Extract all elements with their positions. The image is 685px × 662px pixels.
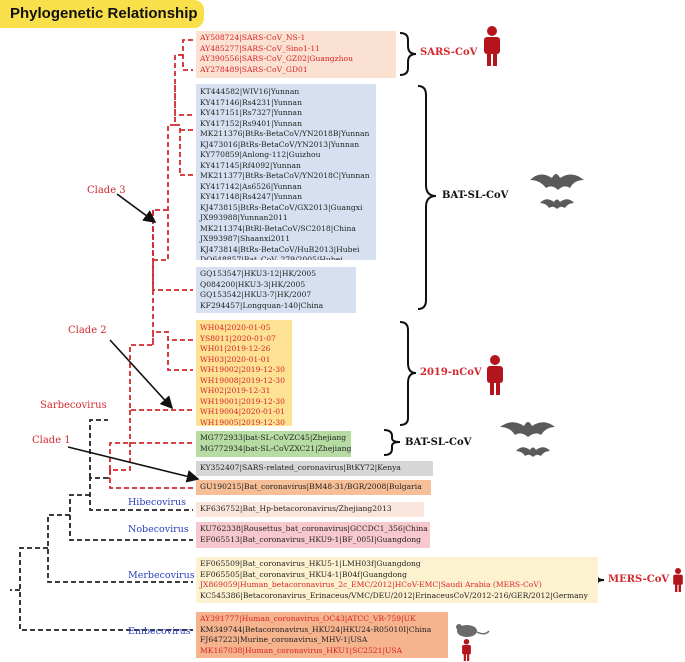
bat-sl-cov-label-2: BAT-SL-CoV [405, 437, 472, 448]
sequence-label: WH02|2019-12-31 [200, 386, 271, 395]
sequence-label: KF294457|Longquan-140|China [200, 300, 324, 310]
sequence-label: WH19002|2019-12-30 [200, 365, 285, 374]
sequence-label: AY391777|Human_coronavirus_OC43|ATCC_VR-… [200, 614, 416, 623]
sequence-label: MK211376|BtRs-BetaCoV/YN2018B|Yunnan [200, 129, 370, 138]
sequence-label: KY417151|Rs7327|Yunnan [200, 108, 302, 117]
sequence-label: WH04|2020-01-05 [200, 323, 271, 332]
sequence-label: GU190215|Bat_coronavirus|BM48-31/BGR/200… [200, 482, 422, 491]
sequence-label: WH01|2019-12-26 [200, 344, 271, 353]
bat-icon [530, 174, 584, 190]
bat-icons [500, 174, 584, 457]
sequence-label: JX993988|Yunnan2011 [200, 213, 288, 222]
nobecovirus-label: Nobecovirus [128, 524, 189, 535]
clade1-arrow [67, 446, 200, 483]
embecovirus-box: AY391777|Human_coronavirus_OC43|ATCC_VR-… [196, 612, 448, 658]
sequence-label: MK167038|Human_coronavirus_HKU1|SC2521|U… [200, 645, 403, 655]
sequence-label: DQ648857|Bat_CoV_279/2005|Hubei [200, 255, 343, 260]
clade2-label: Clade 2 [68, 325, 107, 336]
bat-icon [540, 199, 574, 209]
sequence-label: MG772933|bat-SL-CoVZC45|Zhejiang [200, 433, 347, 442]
sequence-label: EF065505|Bat_coronavirus_HKU4-1|B04f|Gua… [200, 569, 407, 579]
brace-icon [417, 85, 437, 310]
clade1-label: Clade 1 [32, 435, 71, 446]
clade3-arrow [116, 193, 157, 223]
sequence-label: KY417145|Rf4092|Yunnan [200, 160, 301, 170]
sequence-label: GQ153542|HKU3-7|HK/2007 [200, 290, 312, 299]
sequence-label: KY417148|Rs4247|Yunnan [200, 192, 302, 201]
sequence-label: KJ473016|BtRs-BetaCoV/YN2013|Yunnan [200, 139, 360, 149]
human-icons [462, 26, 683, 661]
sarbecovirus-branches [108, 39, 193, 489]
sequence-label: WH19004|2020-01-01 [200, 407, 285, 416]
clade3-label: Clade 3 [87, 185, 126, 196]
sequence-label: EF065513|Bat_coronavirus_HKU9-1|BF_005I|… [200, 534, 422, 544]
sequence-label: KM349744|Betacoronavirus_HKU24|HKU24-R05… [200, 624, 432, 634]
sequence-label: JX869059|Human_betacoronavirus_2c_EMC/20… [200, 580, 542, 589]
hibecovirus-label: Hibecovirus [128, 497, 187, 508]
sequence-label: AY278489|SARS-CoV_GD01 [200, 64, 308, 74]
brace-icon [399, 32, 417, 76]
sequence-label: AY508724|SARS-CoV_NS-1 [200, 33, 306, 42]
hibecovirus-box: KF636752|Bat_Hp-betacoronavirus/Zhejiang… [196, 502, 424, 517]
sequence-label: WH03|2020-01-01 [200, 354, 271, 364]
sequence-label: YS8011|2020-01-07 [200, 333, 276, 343]
sars-cov-label: SARS-CoV [420, 47, 478, 58]
bulgaria-box: GU190215|Bat_coronavirus|BM48-31/BGR/200… [196, 480, 431, 495]
sequence-label: KY417142|As6526|Yunnan [200, 181, 302, 191]
sequence-label: KJ473814|BtRs-BetaCoV/HuB2013|Hubei [200, 244, 360, 254]
human-icon [484, 26, 500, 66]
merbecovirus-label: Merbecovirus [128, 570, 195, 581]
brace-icon [399, 321, 417, 426]
ncov-label: 2019-nCoV [420, 367, 482, 378]
sequence-label: MK211374|BtRl-BetaCoV/SC2018|China [200, 223, 356, 233]
outer-branches [10, 419, 193, 631]
sequence-label: KU762338|Rousettus_bat_coronavirus|GCCDC… [200, 524, 428, 533]
sequence-label: KY770859|Anlong-112|Guizhou [200, 150, 321, 159]
diagram-title: Phylogenetic Relationship [0, 0, 204, 28]
nobecovirus-box: KU762338|Rousettus_bat_coronavirus|GCCDC… [196, 522, 430, 548]
sequence-label: FJ647223|Murine_coronavirus_MHV-1|USA [200, 635, 368, 644]
sequence-label: JX993987|Shaanxi2011 [200, 234, 291, 243]
mouse-icon [456, 624, 490, 637]
sequence-label: WH19001|2019-12-30 [200, 396, 285, 406]
sequence-label: Q084200|HKU3-3|HK/2005 [200, 279, 306, 289]
sequence-label: AY485277|SARS-CoV_Sino1-11 [200, 43, 321, 53]
mers-cov-label: MERS-CoV [608, 574, 670, 585]
kenya-box: KY352407|SARS-related_coronavirus|BtKY72… [196, 461, 433, 476]
bat-icon [516, 447, 550, 457]
sequence-label: KY417152|Rs9401|Yunnan [200, 118, 302, 128]
sequence-label: GQ153547|HKU3-12|HK/2005 [200, 269, 317, 278]
human-icon [462, 639, 471, 661]
brace-icon [383, 429, 401, 456]
human-icon [487, 355, 503, 395]
clade-arrows [67, 193, 200, 483]
sequence-label: KC545386|Betacoronavirus_Erinaceus/VMC/D… [200, 590, 588, 600]
sequence-label: MK211377|BtRs-BetaCoV/YN2018C|Yunnan [200, 171, 370, 180]
bat-sl-cov-label: BAT-SL-CoV [442, 190, 509, 201]
sequence-label: KY352407|SARS-related_coronavirus|BtKY72… [200, 463, 401, 472]
sequence-label: KJ473815|BtRs-BetaCoV/GX2013|Guangxi [200, 202, 363, 212]
sequence-label: WH19005|2019-12-30 [200, 417, 285, 427]
human-icon [673, 568, 683, 592]
bat-icon [500, 422, 555, 437]
sequence-label: EF065509|Bat_coronavirus_HKU5-1|LMH03f|G… [200, 559, 421, 568]
sequence-label: MG772934|bat-SL-CoVZXC21|Zhejiang [200, 443, 351, 453]
sequence-label: KY417146|Rs4231|Yunnan [200, 97, 302, 107]
sequence-label: KT444582|WIV16|Yunnan [200, 87, 300, 96]
embecovirus-label: Embecovirus [128, 626, 191, 637]
sequence-label: AY390556|SARS-CoV_GZ02|Guangzhou [200, 54, 354, 63]
sequence-label: WH19008|2019-12-30 [200, 375, 285, 385]
sarbecovirus-label: Sarbecovirus [40, 400, 107, 411]
clade2-arrow [109, 339, 174, 410]
sequence-label: KF636752|Bat_Hp-betacoronavirus/Zhejiang… [200, 504, 392, 513]
merbecovirus-box: EF065509|Bat_coronavirus_HKU5-1|LMH03f|G… [196, 557, 598, 603]
